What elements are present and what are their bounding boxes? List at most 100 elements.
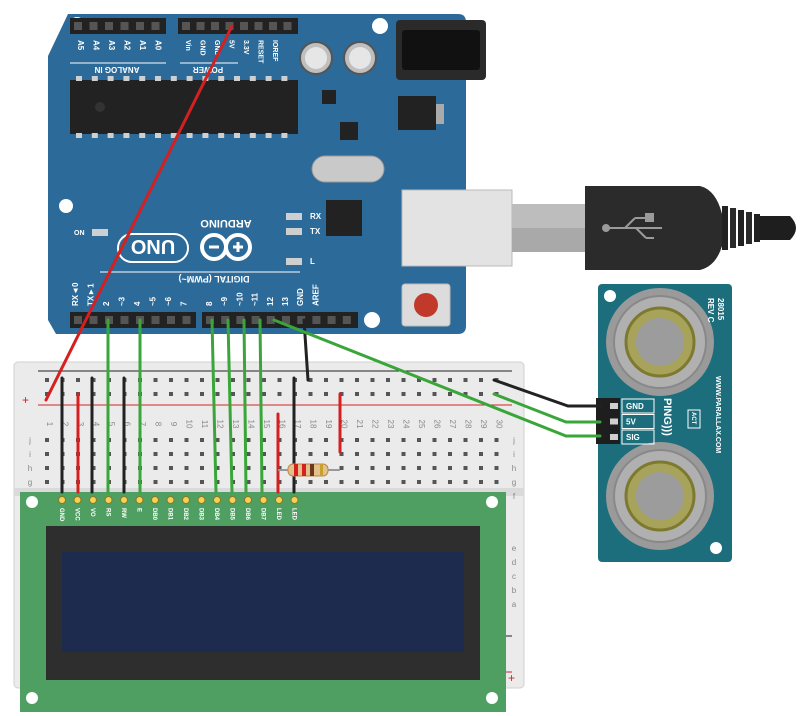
header-hole <box>240 22 248 30</box>
rail-hole <box>339 378 344 382</box>
analog-in-header-label: ANALOG IN <box>94 65 139 74</box>
header-hole <box>221 316 230 324</box>
row-letter: e <box>512 544 517 553</box>
lcd-pin-label: LED <box>275 508 281 521</box>
lcd-screen <box>62 552 464 652</box>
terminal-hole <box>200 480 204 484</box>
header-hole <box>236 316 245 324</box>
column-number: 14 <box>247 420 256 429</box>
ping-name-label: PING))) <box>661 398 673 436</box>
terminal-hole <box>479 452 483 456</box>
rail-hole <box>463 378 468 382</box>
rail-hole <box>246 378 251 382</box>
terminal-hole <box>494 438 499 442</box>
chip-pin <box>91 133 98 138</box>
row-letter: a <box>512 600 517 609</box>
chip-pin <box>76 76 82 81</box>
power-pin-label: RESET <box>257 40 264 64</box>
header-hole <box>105 22 113 30</box>
arduino-logo <box>200 233 252 261</box>
wire-green-d10-db6 <box>242 318 248 494</box>
column-number: 18 <box>309 420 318 429</box>
digital-pin-label: ~10 <box>235 292 244 306</box>
ping-pin-label: 5V <box>626 418 636 427</box>
chip-pin <box>186 76 193 81</box>
terminal-hole <box>494 452 499 456</box>
terminal-hole <box>231 438 235 442</box>
terminal-hole <box>494 466 499 470</box>
usb-plug-metal-shade <box>512 228 590 252</box>
reset-button-cap[interactable] <box>414 293 438 317</box>
terminal-hole <box>479 466 483 470</box>
chip-pin <box>218 76 225 81</box>
terminal-hole <box>169 452 173 456</box>
header-hole <box>151 22 160 30</box>
rail-hole <box>215 392 220 396</box>
rail-hole <box>370 378 375 382</box>
column-number: 4 <box>92 422 101 427</box>
analog-pin-label: A4 <box>92 40 101 51</box>
chip-pin <box>249 76 256 81</box>
column-number: 19 <box>324 420 333 429</box>
led-l-label: L <box>310 257 315 266</box>
rail-hole <box>401 392 406 396</box>
column-number: 20 <box>340 420 349 429</box>
ping-act-led-box <box>687 409 701 429</box>
rail-hole <box>262 378 266 382</box>
ultrasonic-transducer-top <box>606 288 714 396</box>
lcd-pin-label: E <box>136 508 142 512</box>
row-letter: g <box>28 478 32 487</box>
terminal-hole <box>432 452 437 456</box>
ping-pin-label: GND <box>626 402 644 411</box>
chip-pin <box>123 133 130 138</box>
lcd-pin-label: DB7 <box>260 508 266 521</box>
header-hole <box>269 22 277 30</box>
terminal-hole <box>246 480 251 484</box>
lcd-pin <box>73 496 82 504</box>
bottom-plus-label: + <box>508 671 515 685</box>
terminal-hole <box>200 438 204 442</box>
terminal-hole <box>262 480 266 484</box>
wire-red-5v <box>44 24 234 402</box>
terminal-hole <box>324 480 328 484</box>
rail-hole <box>308 392 313 396</box>
digital-pin-label: TX►1 <box>87 283 96 306</box>
rail-hole <box>45 392 49 396</box>
lcd-pin <box>166 496 175 504</box>
terminal-hole <box>45 466 49 470</box>
terminal-hole <box>355 466 359 470</box>
lcd-mount-hole <box>26 692 38 704</box>
terminal-hole <box>184 438 189 442</box>
terminal-hole <box>153 452 158 456</box>
rail-hole <box>355 392 359 396</box>
row-letter: j <box>28 436 31 445</box>
terminal-hole <box>246 452 251 456</box>
rail-hole <box>324 378 328 382</box>
usb-b-port <box>401 189 513 267</box>
chip-pin <box>202 133 209 138</box>
wire-green-d11-db7 <box>258 318 264 494</box>
terminal-hole <box>463 438 468 442</box>
mount-hole <box>59 199 73 213</box>
header-hole <box>74 316 82 324</box>
rail-hole <box>448 392 452 396</box>
wire-green-d8-db4 <box>210 318 218 494</box>
header-holes <box>74 22 292 30</box>
terminal-hole <box>324 438 328 442</box>
wire-black-gnd <box>302 318 310 382</box>
terminal-hole <box>246 438 251 442</box>
terminal-hole <box>200 466 204 470</box>
power-header-label: POWER <box>193 65 223 74</box>
terminal-hole <box>339 480 344 484</box>
terminal-hole <box>417 438 421 442</box>
power-pin-label: Vin <box>184 40 191 51</box>
column-number: 15 <box>262 420 271 429</box>
terminal-hole <box>215 466 220 470</box>
header-hole <box>297 316 306 324</box>
terminal-hole <box>479 480 483 484</box>
chip-pin <box>234 76 240 81</box>
column-number: 6 <box>123 422 132 427</box>
